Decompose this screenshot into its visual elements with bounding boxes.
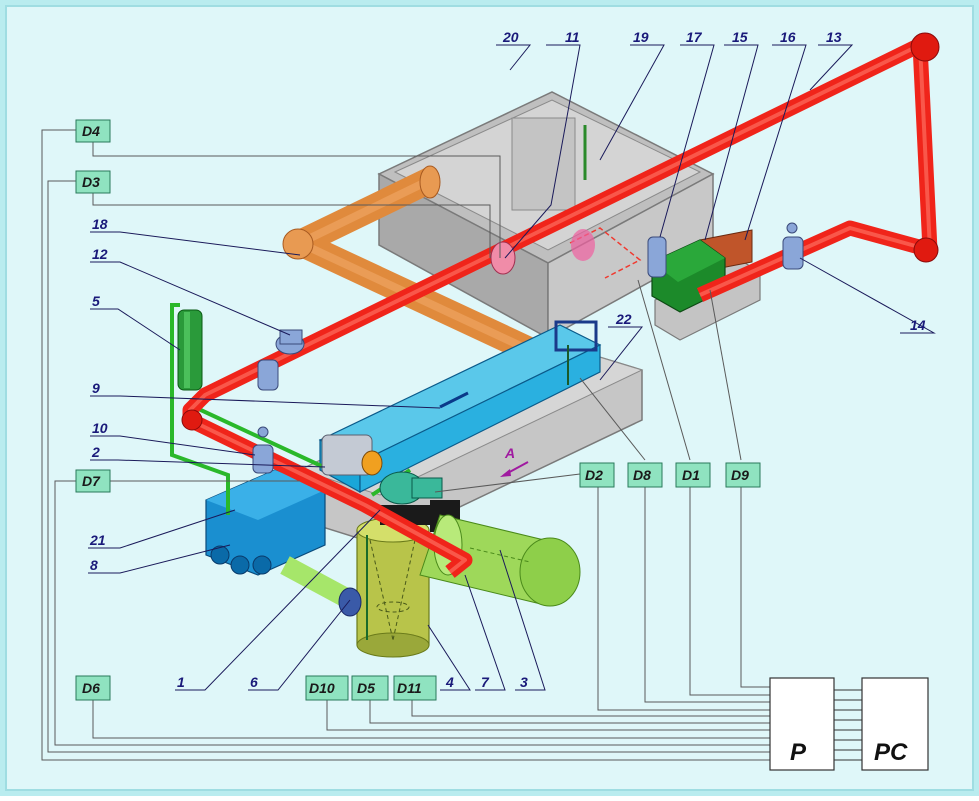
label-part-19: 19 [633, 29, 649, 45]
sensor-d6: D6 [82, 680, 100, 696]
part-number-labels: 20 11 19 17 15 16 13 18 12 5 22 9 10 2 1… [89, 29, 926, 690]
sensor-boxes: D4 D3 D7 D6 D2 D8 D1 D9 D10 D5 D11 [75, 119, 761, 701]
label-part-9: 9 [92, 380, 100, 396]
label-part-13: 13 [826, 29, 842, 45]
sensor-d4: D4 [82, 123, 100, 139]
label-part-18: 18 [92, 216, 108, 232]
label-part-14: 14 [910, 317, 926, 333]
valves [252, 222, 804, 474]
label-part-7: 7 [481, 674, 490, 690]
label-part-11: 11 [565, 29, 580, 45]
label-part-2: 2 [91, 444, 100, 460]
level-gauge [177, 309, 203, 391]
flow-direction-marker: A [500, 445, 529, 477]
label-part-15: 15 [732, 29, 748, 45]
inlet-tank [205, 469, 326, 576]
label-part-6: 6 [250, 674, 258, 690]
sensor-d10: D10 [309, 680, 335, 696]
sensor-d11: D11 [397, 680, 422, 696]
processor-block-label: P [790, 739, 807, 766]
sensor-d8: D8 [633, 467, 651, 483]
label-part-5: 5 [92, 293, 100, 309]
signal-lines [41, 129, 770, 761]
pressure-pipe [181, 32, 940, 578]
label-part-10: 10 [92, 420, 108, 436]
label-part-17: 17 [686, 29, 703, 45]
upper-tank [377, 91, 715, 340]
sensor-d5: D5 [357, 680, 375, 696]
sensor-d9: D9 [731, 467, 749, 483]
sensor-d7: D7 [82, 473, 101, 489]
sensor-d3: D3 [82, 174, 100, 190]
label-part-20: 20 [502, 29, 519, 45]
return-pipe [282, 165, 546, 367]
label-part-4: 4 [445, 674, 454, 690]
computer-block-label: PC [874, 739, 908, 766]
sensor-d2: D2 [585, 467, 603, 483]
leader-lines [88, 44, 936, 691]
sensor-d1: D1 [682, 467, 700, 483]
pump-assembly [321, 434, 460, 532]
processing-blocks: P PC [769, 677, 929, 771]
label-part-22: 22 [615, 311, 632, 327]
label-part-16: 16 [780, 29, 796, 45]
label-part-12: 12 [92, 246, 108, 262]
flow-marker-label: A [504, 445, 515, 461]
label-part-21: 21 [89, 532, 106, 548]
label-part-1: 1 [177, 674, 185, 690]
suction-pipe [280, 556, 362, 617]
label-part-3: 3 [520, 674, 528, 690]
label-part-8: 8 [90, 557, 98, 573]
